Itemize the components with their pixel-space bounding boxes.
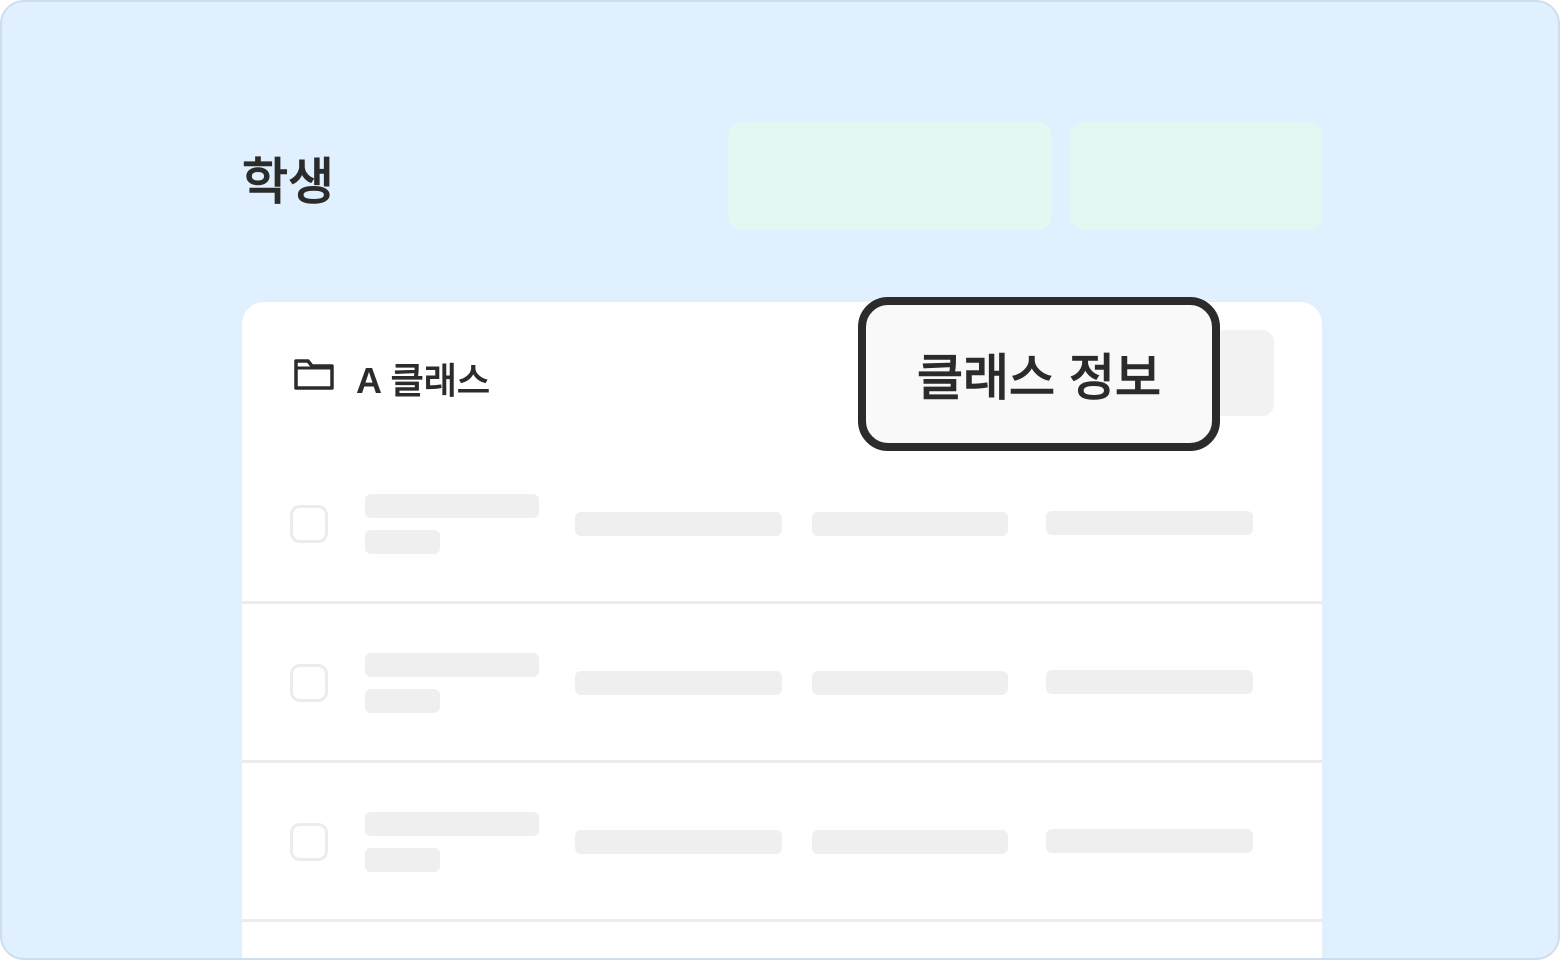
row-checkbox[interactable] [290, 505, 328, 543]
skeleton-cell [1046, 670, 1253, 694]
table-row[interactable] [242, 604, 1322, 763]
skeleton-sub [365, 848, 440, 872]
table-row[interactable] [242, 445, 1322, 604]
skeleton-cell [1046, 829, 1253, 853]
skeleton-cell [812, 830, 1008, 854]
class-info-button[interactable]: 클래스 정보 [858, 297, 1220, 451]
class-name: A 클래스 [356, 360, 491, 401]
skeleton-name [365, 653, 539, 677]
primary-action-button[interactable] [728, 122, 1052, 230]
class-info-button-background [1212, 330, 1274, 416]
skeleton-cell [812, 512, 1008, 536]
row-checkbox[interactable] [290, 823, 328, 861]
skeleton-cell [575, 512, 782, 536]
page-title: 학생 [242, 154, 334, 210]
skeleton-cell [575, 830, 782, 854]
row-checkbox[interactable] [290, 664, 328, 702]
skeleton-sub [365, 689, 440, 713]
secondary-action-button[interactable] [1070, 122, 1322, 230]
skeleton-name [365, 812, 539, 836]
skeleton-cell [575, 671, 782, 695]
folder-icon [294, 359, 334, 390]
skeleton-name [365, 494, 539, 518]
skeleton-sub [365, 530, 440, 554]
skeleton-cell [812, 671, 1008, 695]
skeleton-cell [1046, 511, 1253, 535]
table-row[interactable] [242, 763, 1322, 922]
